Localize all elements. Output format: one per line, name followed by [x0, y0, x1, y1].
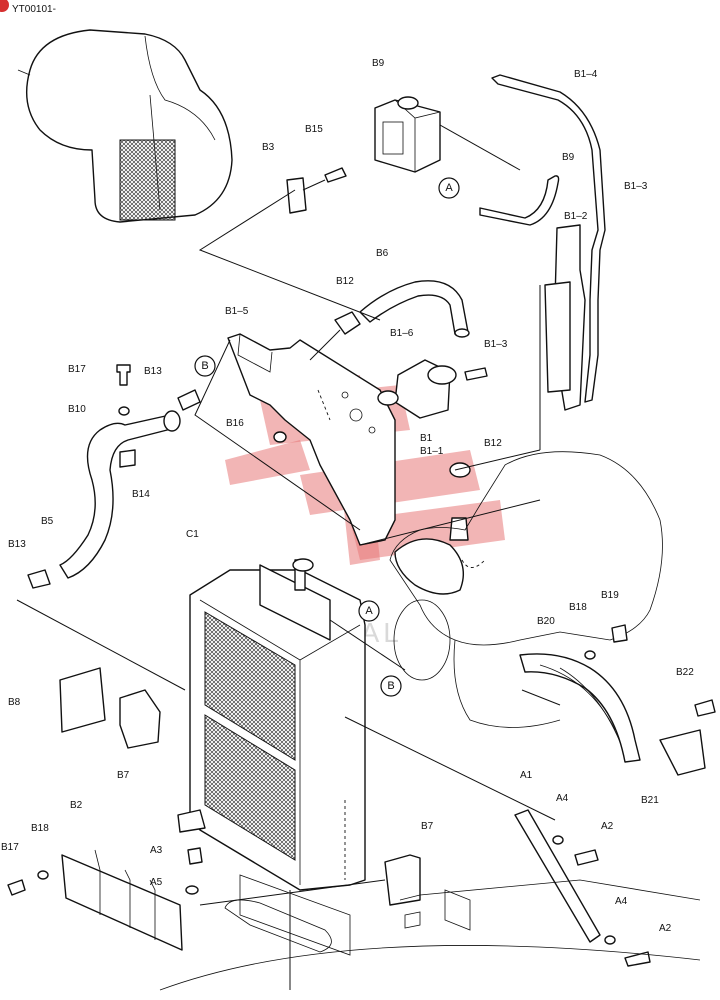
svg-text:A: A — [365, 605, 373, 617]
header: YT00101- — [0, 0, 56, 15]
label-b12-top: B12 — [336, 276, 354, 287]
label-b9-hose: B9 — [562, 152, 575, 163]
label-b1-5: B1–5 — [225, 306, 249, 317]
label-b20: B20 — [537, 616, 555, 627]
svg-text:B: B — [387, 680, 394, 692]
label-a2-top: A2 — [601, 821, 614, 832]
small-fasteners — [116, 364, 287, 443]
label-b22: B22 — [676, 667, 694, 678]
label-b2: B2 — [70, 800, 83, 811]
callout-a-bottom: A — [358, 600, 380, 622]
label-b1-6: B1–6 — [390, 328, 414, 339]
cab-part — [17, 29, 233, 223]
radiator-part — [177, 558, 366, 891]
label-b3: B3 — [262, 142, 275, 153]
label-a1: A1 — [520, 770, 533, 781]
bolt-part — [464, 367, 488, 381]
frame-part — [159, 874, 701, 991]
bracket-plate-part — [227, 333, 396, 546]
label-b15: B15 — [305, 124, 323, 135]
label-b1-1: B1–1 — [420, 446, 444, 457]
label-b1-3-top: B1–3 — [624, 181, 648, 192]
mount-fasteners — [185, 847, 203, 895]
label-b18-right: B18 — [569, 602, 587, 613]
engine-part — [389, 451, 663, 728]
label-a5: A5 — [150, 877, 163, 888]
svg-text:A: A — [445, 182, 453, 194]
clip-part — [286, 167, 347, 214]
lower-bracket-part — [7, 849, 183, 951]
lower-hose-part — [27, 389, 201, 589]
label-b5: B5 — [41, 516, 54, 527]
label-b7-left: B7 — [117, 770, 130, 781]
label-b1-4: B1–4 — [574, 69, 598, 80]
label-a4-bottom: A4 — [615, 896, 628, 907]
label-b10: B10 — [68, 404, 86, 415]
upper-hose-part — [334, 280, 470, 338]
label-a3: A3 — [150, 845, 163, 856]
overflow-hose-part — [479, 175, 560, 226]
stay-arm-part — [514, 809, 651, 967]
stay-part — [491, 74, 606, 411]
guard-part — [519, 624, 641, 763]
corner-badge-icon — [0, 0, 9, 12]
callout-b-top: B — [194, 355, 216, 377]
label-b13-bottom: B13 — [8, 539, 26, 550]
callout-a-top: A — [438, 177, 460, 199]
part-labels: B9 B1–4 B15 B3 B9 B1–3 B1–2 B6 B12 B1–5 … — [1, 58, 694, 934]
label-b6: B6 — [376, 248, 389, 259]
label-b16: B16 — [226, 418, 244, 429]
label-a2-bottom: A2 — [659, 923, 672, 934]
callout-b-bottom: B — [380, 675, 402, 697]
foam-pads — [59, 667, 421, 906]
label-b14: B14 — [132, 489, 150, 500]
label-a4-top: A4 — [556, 793, 569, 804]
reservoir-tank-part — [374, 96, 521, 173]
label-c1: C1 — [186, 529, 199, 540]
plate-part — [659, 699, 716, 776]
label-b17-top: B17 — [68, 364, 86, 375]
label-b13-top: B13 — [144, 366, 162, 377]
label-b19: B19 — [601, 590, 619, 601]
label-b17-bottom: B17 — [1, 842, 19, 853]
label-b1: B1 — [420, 433, 433, 444]
label-b1-3-mid: B1–3 — [484, 339, 508, 350]
label-b12-mid: B12 — [484, 438, 502, 449]
label-b8: B8 — [8, 697, 21, 708]
label-b18-left: B18 — [31, 823, 49, 834]
water-pipe-part — [377, 359, 457, 419]
svg-text:B: B — [201, 360, 208, 372]
label-b21: B21 — [641, 795, 659, 806]
label-b7-right: B7 — [421, 821, 434, 832]
label-b1-2: B1–2 — [564, 211, 588, 222]
label-b9: B9 — [372, 58, 385, 69]
header-code: YT00101- — [12, 4, 56, 15]
leader-lines — [16, 189, 561, 990]
